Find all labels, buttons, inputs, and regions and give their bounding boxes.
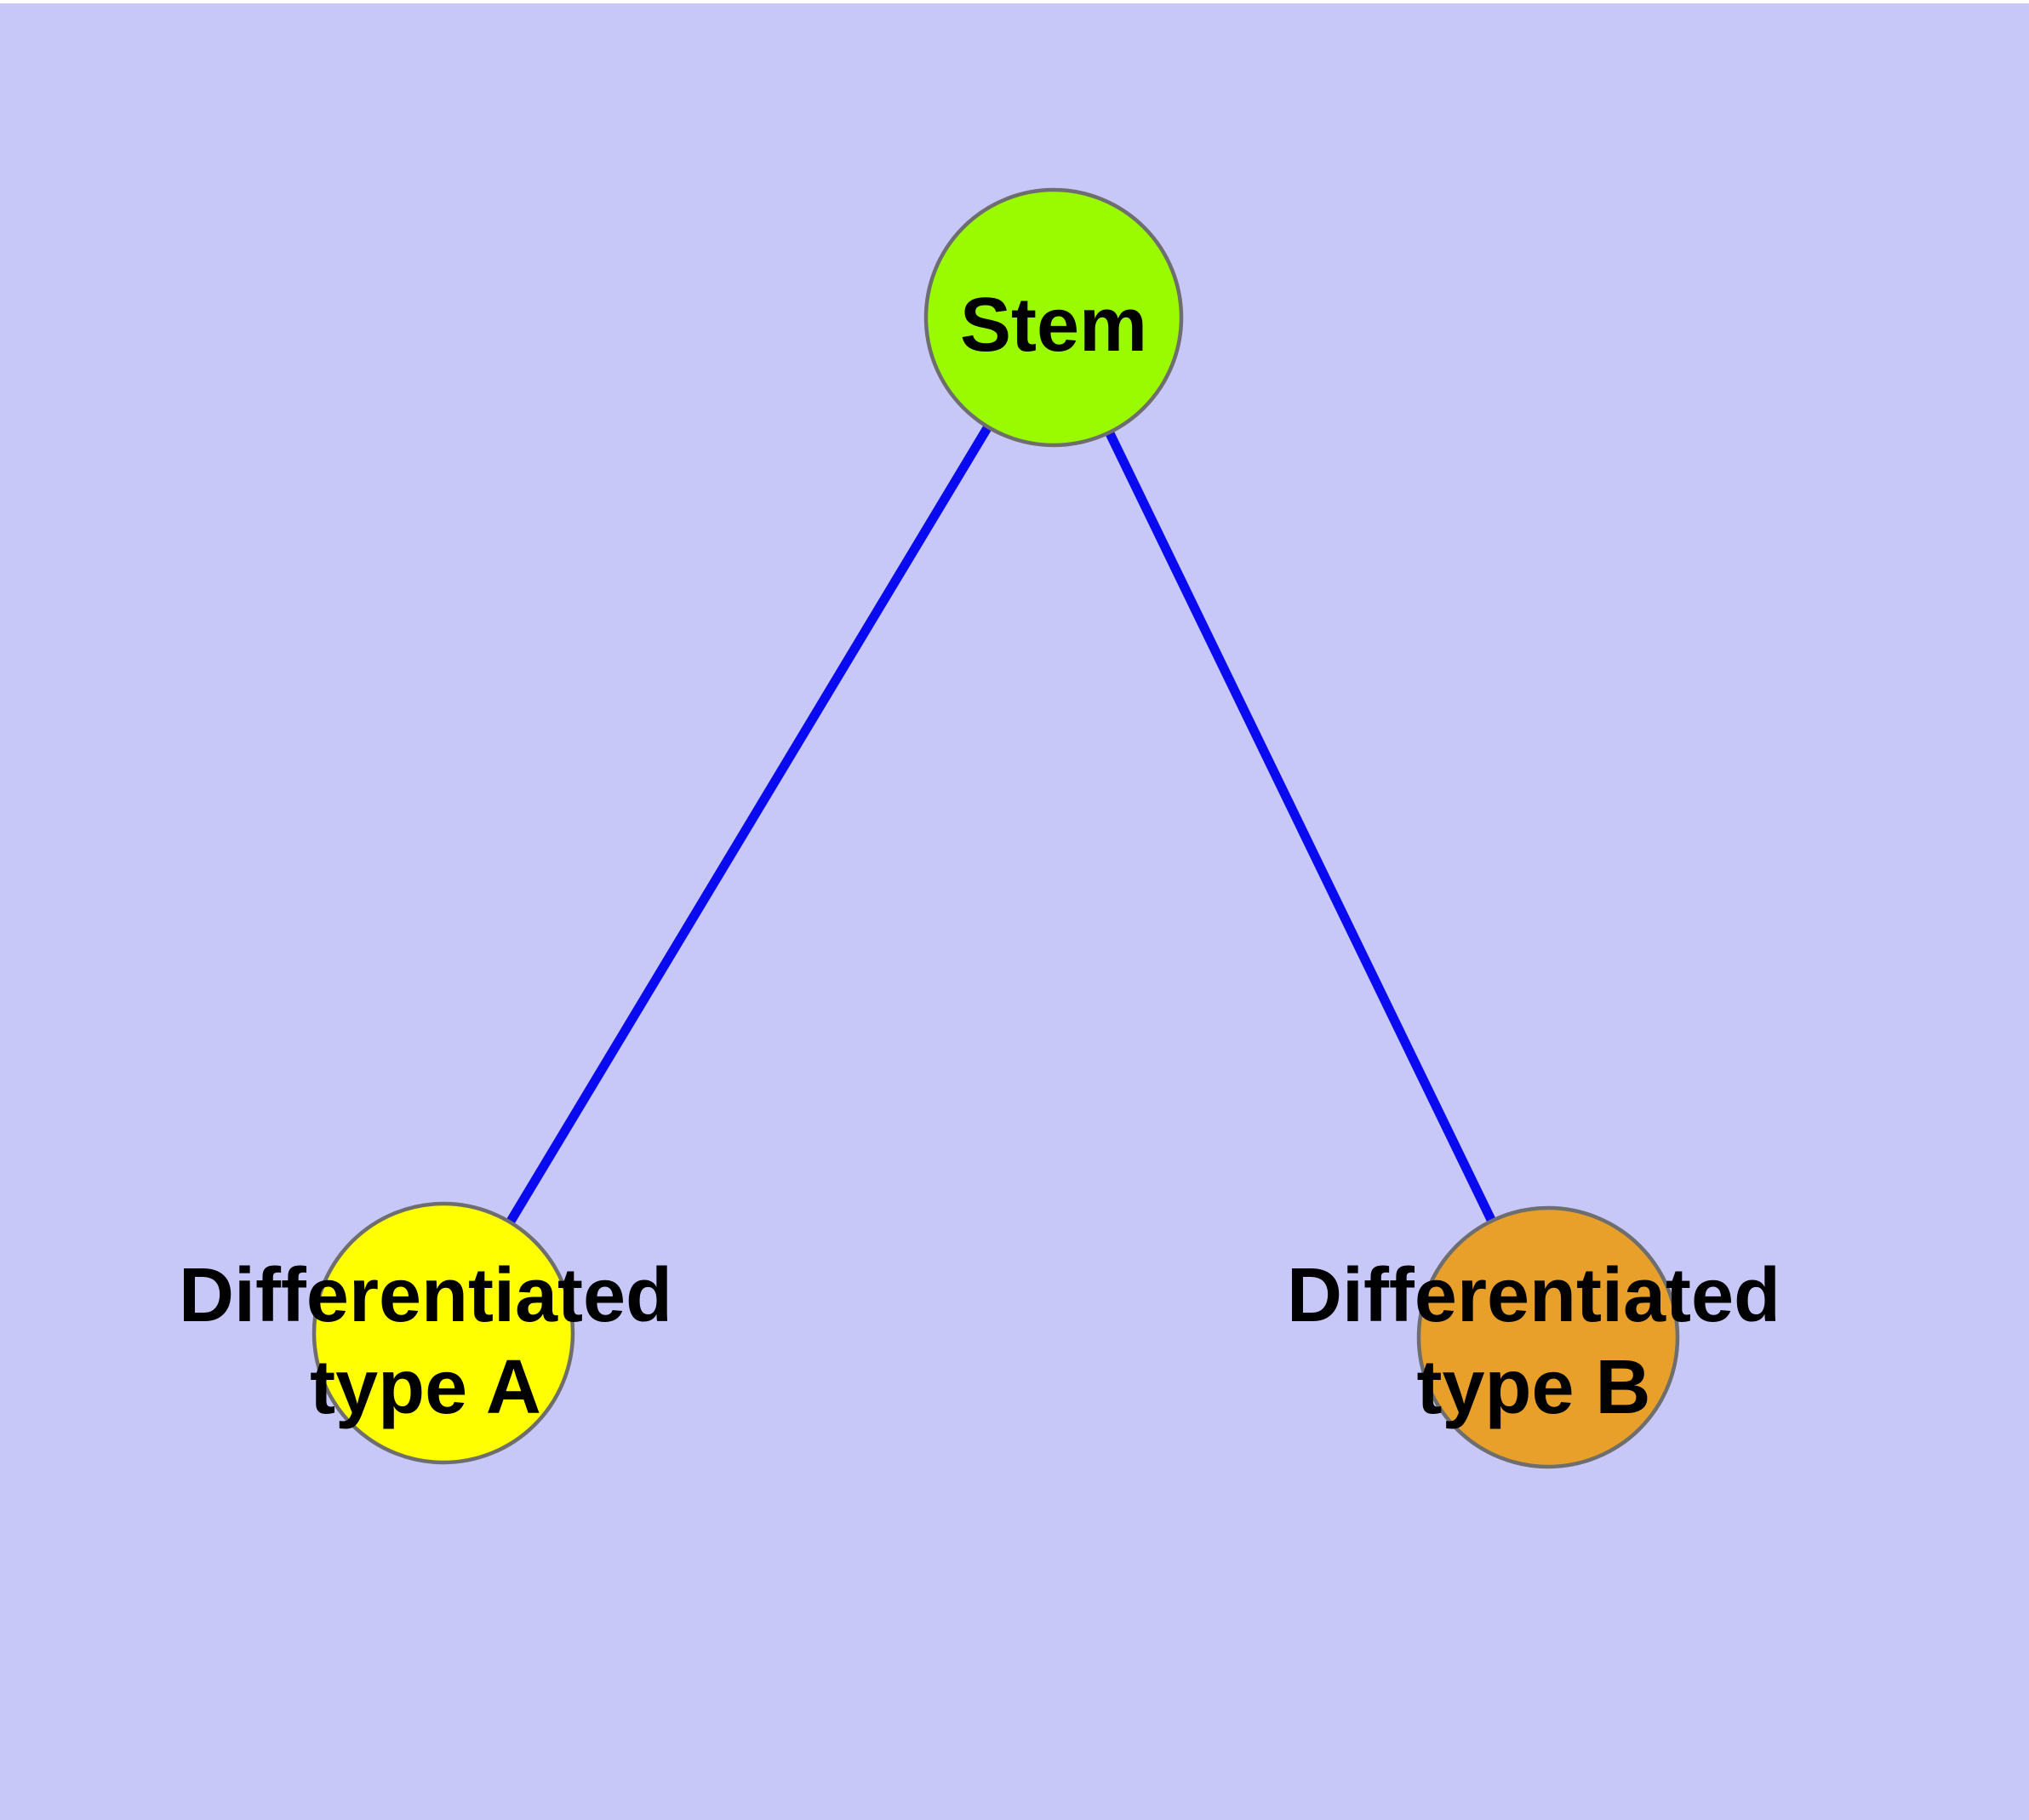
top-edge-strip bbox=[0, 0, 2029, 3]
node-differentiated-type-b-label-line1: Differentiated bbox=[1287, 1253, 1780, 1338]
node-differentiated-type-a-circle bbox=[311, 1201, 575, 1465]
node-differentiated-type-b-circle bbox=[1416, 1205, 1680, 1469]
node-stem-circle bbox=[923, 187, 1184, 448]
edge-stem-to-type-a bbox=[438, 312, 1059, 1338]
node-differentiated-type-a-label-line2: type A bbox=[310, 1345, 541, 1430]
node-stem-label: Stem bbox=[960, 283, 1147, 368]
node-differentiated-type-a-label-line1: Differentiated bbox=[179, 1253, 672, 1338]
node-differentiated-type-b-label-line2: type B bbox=[1416, 1345, 1650, 1430]
edge-stem-to-type-b bbox=[1049, 312, 1553, 1342]
